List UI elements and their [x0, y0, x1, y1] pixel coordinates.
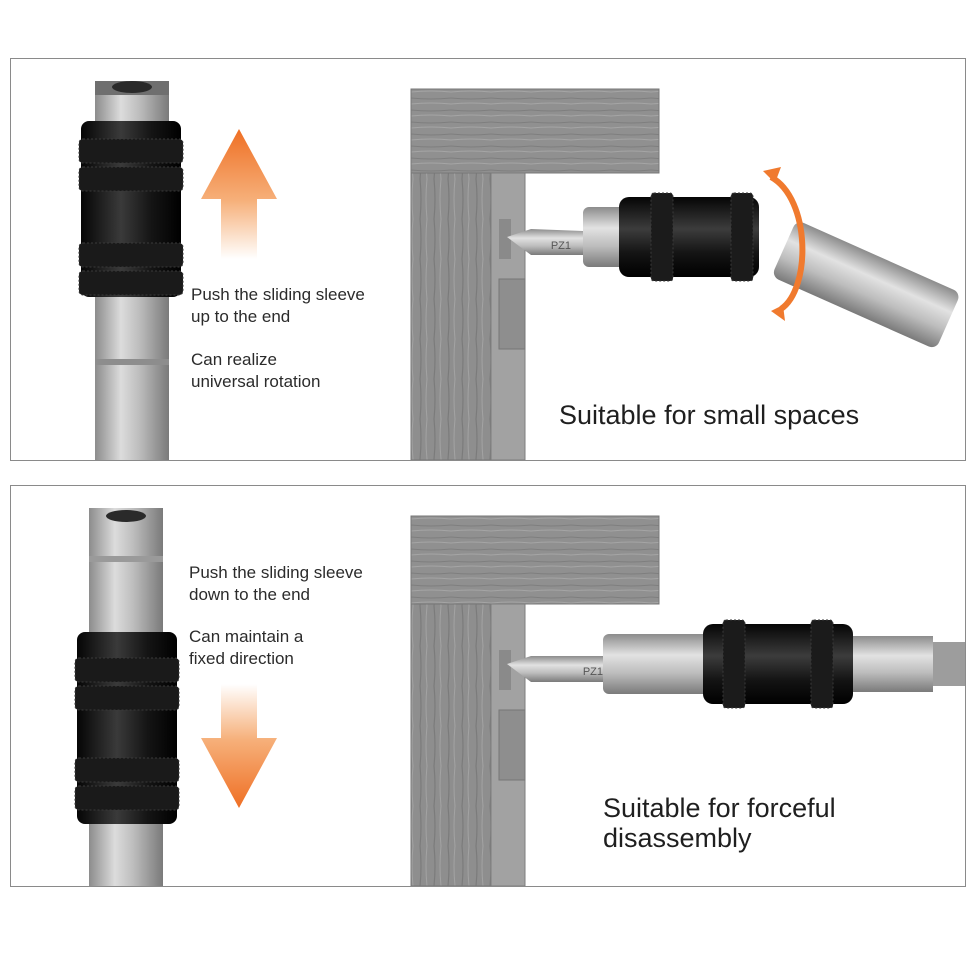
bit-holder-tool	[78, 81, 184, 460]
panel-universal-rotation: PZ1 Push the sliding sleeve up to the en…	[10, 58, 966, 461]
effect-text-line-2: universal rotation	[191, 372, 321, 391]
instruction-text-line-2: down to the end	[189, 585, 310, 604]
straight-tool: PZ1	[507, 619, 965, 709]
effect-text-line-2: fixed direction	[189, 649, 294, 668]
svg-text:PZ1: PZ1	[583, 666, 603, 678]
arrow-down-icon	[201, 684, 277, 808]
sliding-sleeve	[78, 121, 184, 297]
bit-holder-tool	[74, 508, 180, 886]
caption: Suitable for forceful	[603, 793, 836, 823]
universal-rotation-illustration: PZ1	[78, 81, 959, 460]
instruction-text-line-2: up to the end	[191, 307, 291, 326]
rotation-arrow-icon	[763, 167, 781, 183]
arrow-up-icon	[201, 129, 277, 259]
caption-line-2: disassembly	[603, 823, 752, 853]
effect-text: Can realize	[191, 350, 277, 369]
svg-text:PZ1: PZ1	[551, 240, 571, 252]
angled-tool: PZ1	[507, 167, 959, 348]
effect-text: Can maintain a	[189, 627, 304, 646]
wooden-cabinet	[410, 88, 660, 460]
wooden-cabinet	[410, 515, 660, 886]
caption: Suitable for small spaces	[559, 400, 860, 430]
sliding-sleeve	[74, 632, 180, 824]
fixed-direction-illustration: PZ1	[74, 508, 965, 886]
panel-fixed-direction: PZ1 Push the sliding sleeve down to the …	[10, 485, 966, 887]
instruction-text: Push the sliding sleeve	[189, 563, 363, 582]
instruction-text: Push the sliding sleeve	[191, 285, 365, 304]
